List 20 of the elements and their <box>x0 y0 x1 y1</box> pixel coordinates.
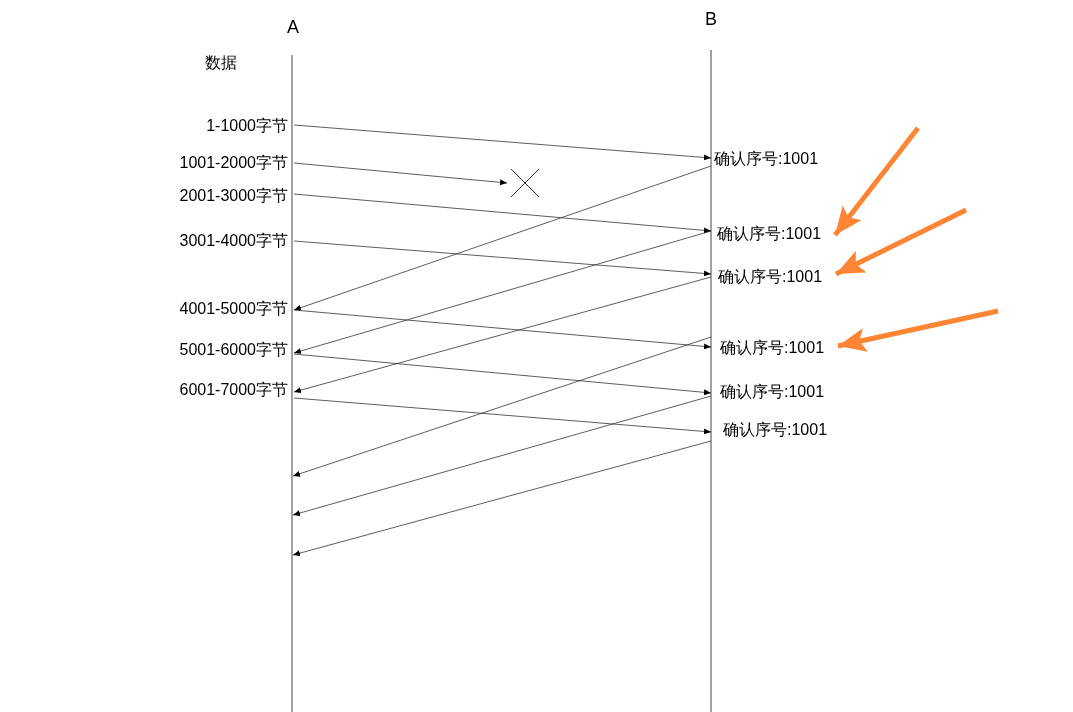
ack-label: 确认序号:1001 <box>711 223 835 245</box>
ack-label: 确认序号:1001 <box>711 381 838 403</box>
cross-mark <box>510 168 540 198</box>
ack-label: 确认序号:1001 <box>711 148 832 170</box>
lifeline-header: B <box>698 6 724 32</box>
lifeline-header: A <box>280 14 306 40</box>
segment-label: 4001-5000字节 <box>164 298 294 320</box>
column-heading: 数据 <box>205 53 237 73</box>
segment-label: 6001-7000字节 <box>164 379 294 401</box>
highlight-arrow <box>834 207 968 277</box>
highlight-arrow <box>837 308 999 352</box>
segment-label: 3001-4000字节 <box>164 230 294 252</box>
segment-label: 1001-2000字节 <box>164 152 294 174</box>
ack-label: 确认序号:1001 <box>711 337 838 359</box>
segment-label: 1-1000字节 <box>164 115 294 137</box>
segment-label: 5001-6000字节 <box>164 339 294 361</box>
ack-label: 确认序号:1001 <box>711 266 836 288</box>
segment-label: 2001-3000字节 <box>164 185 294 207</box>
ack-label: 确认序号:1001 <box>711 419 841 441</box>
highlight-arrow <box>833 126 920 237</box>
